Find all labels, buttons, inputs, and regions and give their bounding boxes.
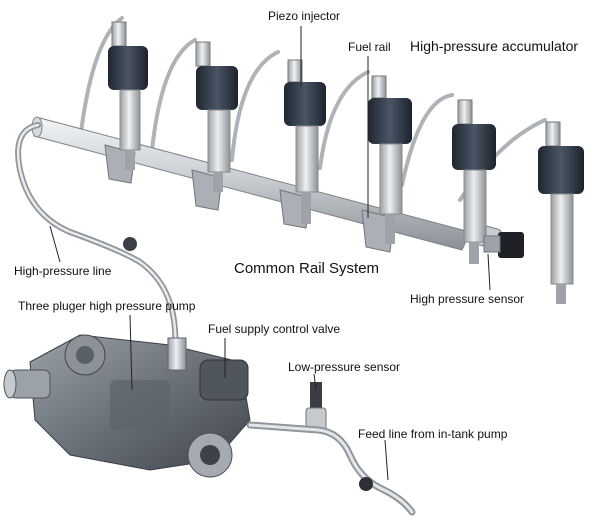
fuel-supply-control-valve xyxy=(199,359,249,401)
leader-pump xyxy=(129,314,133,391)
injector-2 xyxy=(195,41,238,192)
high-pressure-pump xyxy=(3,334,251,478)
label-high-pressure-line: High-pressure line xyxy=(14,264,112,278)
label-feed-line: Feed line from in-tank pump xyxy=(358,427,508,441)
label-high-pressure-sensor: High pressure sensor xyxy=(410,292,525,306)
feed-pipe-3 xyxy=(230,50,280,162)
label-high-pressure-accumulator: High-pressure accumulator xyxy=(410,38,579,54)
leader-high-pressure-sensor xyxy=(487,253,491,291)
injector-3 xyxy=(284,59,326,224)
injector-5 xyxy=(452,99,496,264)
fuel-rail xyxy=(31,116,502,251)
leader-feed-line xyxy=(384,439,389,481)
high-pressure-line xyxy=(15,122,179,353)
feed-pipe-4 xyxy=(318,70,370,170)
injector-1 xyxy=(108,21,148,170)
feed-line xyxy=(246,421,416,516)
label-three-pluger-pump: Three pluger high pressure pump xyxy=(18,299,196,313)
injector-4 xyxy=(368,75,412,244)
feed-pipe-5 xyxy=(400,93,454,187)
leader-lines xyxy=(49,26,491,481)
leader-high-pressure-line xyxy=(49,225,61,263)
label-piezo-injector: Piezo injector xyxy=(268,9,341,23)
piezo-injectors xyxy=(108,21,584,304)
diagram-title: Common Rail System xyxy=(234,260,380,277)
label-fuel-supply-control-valve: Fuel supply control valve xyxy=(208,322,341,336)
label-low-pressure-sensor: Low-pressure sensor xyxy=(288,360,401,374)
leader-low-pressure-sensor xyxy=(313,373,317,391)
high-pressure-sensor xyxy=(483,232,524,258)
label-fuel-rail: Fuel rail xyxy=(348,40,391,54)
feed-pipe-2 xyxy=(150,38,197,152)
injector-6 xyxy=(538,121,584,304)
